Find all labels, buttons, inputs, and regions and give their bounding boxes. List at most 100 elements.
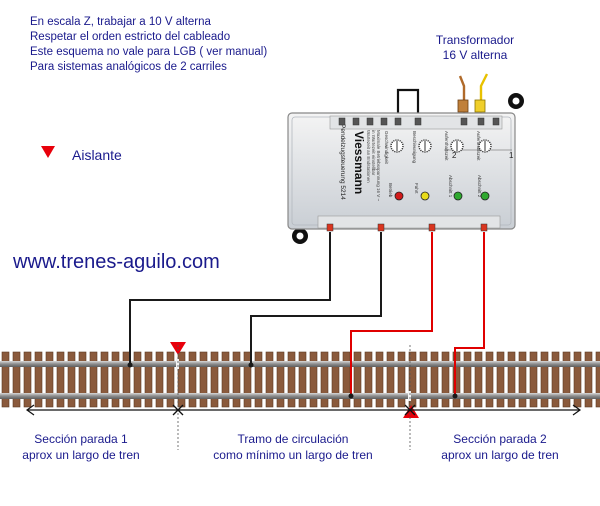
bottom-terminals (326, 223, 488, 232)
section-2-length: aprox un largo de tren (441, 448, 558, 462)
plug-yellow (474, 99, 486, 113)
module-model: Pendelzugsteuerung 5214 (339, 124, 346, 200)
track-sleeper (254, 351, 263, 408)
track-sleeper (199, 351, 208, 408)
insulation-gap (408, 391, 411, 401)
terminal-screw (480, 223, 488, 232)
track-sleeper (34, 351, 43, 408)
track-sleeper (562, 351, 571, 408)
middle-section-length: como mínimo un largo de tren (213, 448, 372, 462)
track-sleeper (155, 351, 164, 408)
note-line: Para sistemas analógicos de 2 carriles (30, 61, 227, 73)
middle-section-title: Tramo de circulación (238, 432, 349, 446)
rail-contact (248, 362, 254, 368)
insulator-legend-icon (41, 146, 55, 158)
transformer-label: Transformador 16 V alterna (410, 33, 540, 63)
track-sleeper (1, 351, 10, 408)
track-sleeper (419, 351, 428, 408)
wiring-notes: En escala Z, trabajar a 10 V alterna Res… (30, 15, 267, 75)
section-1-title: Sección parada 1 (34, 432, 128, 446)
track-sleeper (485, 351, 494, 408)
terminal-screw (352, 117, 360, 126)
track-sleeper (320, 351, 329, 408)
track-sleeper (353, 351, 362, 408)
track-sleeper (111, 351, 120, 408)
dimension-tick (404, 404, 416, 416)
track-sleeper (166, 351, 175, 408)
led-yellow (420, 191, 430, 201)
rail-contact (348, 393, 354, 399)
wire-red-1 (350, 232, 433, 396)
track-sleeper (551, 351, 560, 408)
track-sleeper (441, 351, 450, 408)
section-2-title: Sección parada 2 (453, 432, 547, 446)
track-sleeper (309, 351, 318, 408)
terminal-screw (338, 117, 346, 126)
track-sleeper (331, 351, 340, 408)
track-sleeper (232, 351, 241, 408)
terminal-screw (377, 223, 385, 232)
insulation-gap (176, 359, 179, 369)
led-label: Abschnitt 1 (448, 175, 453, 198)
dimension-arrow-left (25, 404, 35, 416)
module-brand: Viessmann (352, 131, 366, 194)
track-sleeper (364, 351, 373, 408)
wire-black-1 (129, 232, 331, 365)
led-label: Abschnitt 2 (477, 175, 482, 198)
track-sleeper (452, 351, 461, 408)
terminal-screw (380, 117, 388, 126)
insulator-marker (170, 342, 186, 355)
track-sleeper (375, 351, 384, 408)
note-line: Este esquema no vale para LGB ( ver manu… (30, 46, 268, 58)
dimension-arrow-right (572, 404, 582, 416)
speed-knob (390, 139, 404, 153)
track-sleeper (56, 351, 65, 408)
led-red (394, 191, 404, 201)
led-label: Fahrt (414, 183, 419, 194)
track-sleeper (243, 351, 252, 408)
wire-black-2 (250, 232, 382, 365)
track-sleeper (430, 351, 439, 408)
terminal-screw (460, 117, 468, 126)
track-sleeper (507, 351, 516, 408)
track-sleeper (397, 351, 406, 408)
transformer-voltage: 16 V alterna (442, 48, 508, 62)
track-sleeper (78, 351, 87, 408)
terminal-screw (394, 117, 402, 126)
track-sleeper (386, 351, 395, 408)
terminal-screw (428, 223, 436, 232)
track-sleeper (133, 351, 142, 408)
mounting-screw (292, 228, 308, 244)
loop-wire (396, 88, 420, 114)
track-sleeper (100, 351, 109, 408)
track-sleeper (298, 351, 307, 408)
rail-top (0, 361, 600, 367)
mounting-screw (508, 93, 524, 109)
wait-time-knob (450, 139, 464, 153)
track-sleeper (287, 351, 296, 408)
dimension-tick (172, 404, 184, 416)
rail-contact (127, 362, 133, 368)
acceleration-knob (418, 139, 432, 153)
rail-contact (452, 393, 458, 399)
track-sleeper (540, 351, 549, 408)
wire-red-2 (454, 232, 485, 396)
terminal-screw (366, 117, 374, 126)
track-sleeper (463, 351, 472, 408)
track-sleeper (210, 351, 219, 408)
knob-label: Beschleunigung (412, 131, 417, 164)
insulator-legend-label: Aislante (72, 147, 122, 163)
track-sleeper (221, 351, 230, 408)
track-sleeper (144, 351, 153, 408)
website-url: www.trenes-aguilo.com (13, 251, 220, 273)
track-sleeper (518, 351, 527, 408)
track-sleeper (122, 351, 131, 408)
transformer-title: Transformador (435, 33, 515, 47)
track-sleeper (474, 351, 483, 408)
module-side-text: Wartezeit an Endstationen (366, 130, 371, 183)
track-sleeper (529, 351, 538, 408)
track-sleeper (45, 351, 54, 408)
control-module: Viessmann Pendelzugsteuerung 5214 Wartez… (287, 112, 516, 232)
knob-label: Aufenthaltszeit (444, 131, 449, 161)
